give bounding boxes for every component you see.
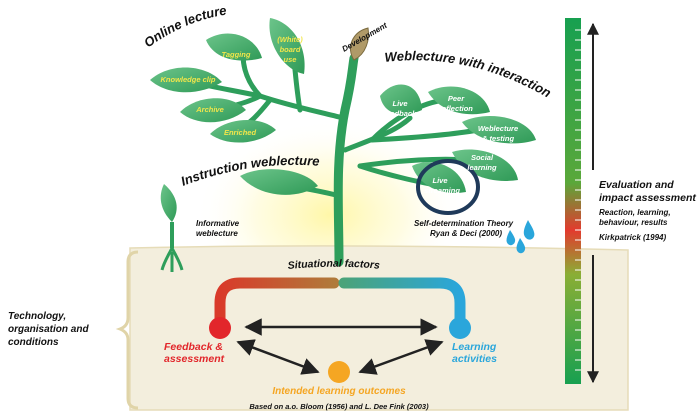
learning-2: activities [452,353,497,365]
technology-3: conditions [8,337,59,348]
leaf-board [269,18,305,74]
left-leaves [150,18,318,195]
evaluation-subtitle-1: Reaction, learning, [599,208,671,217]
leaf-archive [180,98,246,123]
based-on-label: Based on a.o. Bloom (1956) and L. Dee Fi… [249,402,429,411]
leaf-peer-reflection [428,86,490,115]
label-informative-1: Informative [196,219,240,228]
root-right [338,277,466,328]
leaf-label-knowledge: Knowledge clip [160,75,215,84]
leaf-label-live: Live [392,99,407,108]
leaf-live-feedback [380,84,422,115]
leaf-label-enriched: Enriched [224,128,257,137]
sprout-icon [160,184,184,272]
leaf-enriched [210,119,276,143]
theory-line-2: Ryan & Deci (2000) [430,229,502,238]
feedback-1: Feedback & [164,341,223,353]
label-informative-2: weblecture [196,229,238,238]
leaf-label-board-3: use [284,55,297,64]
leaf-label-archive: Archive [195,105,224,114]
leaf-tagging [206,33,262,61]
bracket [115,250,139,410]
leaf-label-learning-leaf: learning [467,163,497,172]
water-drop-icon [506,220,535,254]
leaf-label-weblecture: Weblecture [478,124,518,133]
top-bud [350,27,369,61]
arrow-feedback-outcomes [236,339,320,375]
feedback-2: assessment [164,353,225,365]
leaf-label-testing: & testing [482,134,515,143]
bar-ticks [575,29,581,371]
technology-2: organisation and [8,324,89,335]
leaf-label-board-2: board [280,45,301,54]
stem [333,53,359,267]
title-situational-factors: Situational factors [287,258,380,272]
leaf-label-reflection: reflection [439,104,473,113]
leaf-label-tagging: Tagging [222,50,251,59]
leaf-instruction [240,169,318,195]
learning-1: Learning [452,341,497,353]
evaluation-subtitle-2: behaviour, results [599,218,668,227]
outcomes-node [328,361,350,383]
leaf-label-feedback: feedback [384,109,417,118]
evaluation-title-2: impact assessment [599,192,696,204]
outcomes-label: Intended learning outcomes [272,386,406,397]
technology-1: Technology, [8,311,66,322]
leaf-weblecture-testing [462,116,536,144]
leaf-knowledge [150,67,222,93]
learning-node [449,317,471,339]
root-left [214,277,340,328]
evaluation-citation: Kirkpatrick (1994) [599,233,666,242]
evaluation-bar [565,18,581,384]
leaf-label-live2: Live [432,176,447,185]
feedback-node [209,317,231,339]
right-leaf-labels: Live feedback Peer reflection Weblecture… [384,94,518,195]
leaf-social-learning [452,149,518,181]
highlight-circle [416,159,480,215]
arrow-learning-outcomes [358,339,444,375]
evaluation-title-1: Evaluation and [599,179,674,191]
left-leaf-labels: Tagging (White) board use Knowledge clip… [160,35,303,137]
leaf-label-social: Social [471,153,494,162]
theory-line-1: Self-determination Theory [414,219,514,228]
leaf-label-streaming: streaming [424,186,460,195]
leaf-label-peer: Peer [448,94,465,103]
leaf-label-board-1: (White) [277,35,303,44]
